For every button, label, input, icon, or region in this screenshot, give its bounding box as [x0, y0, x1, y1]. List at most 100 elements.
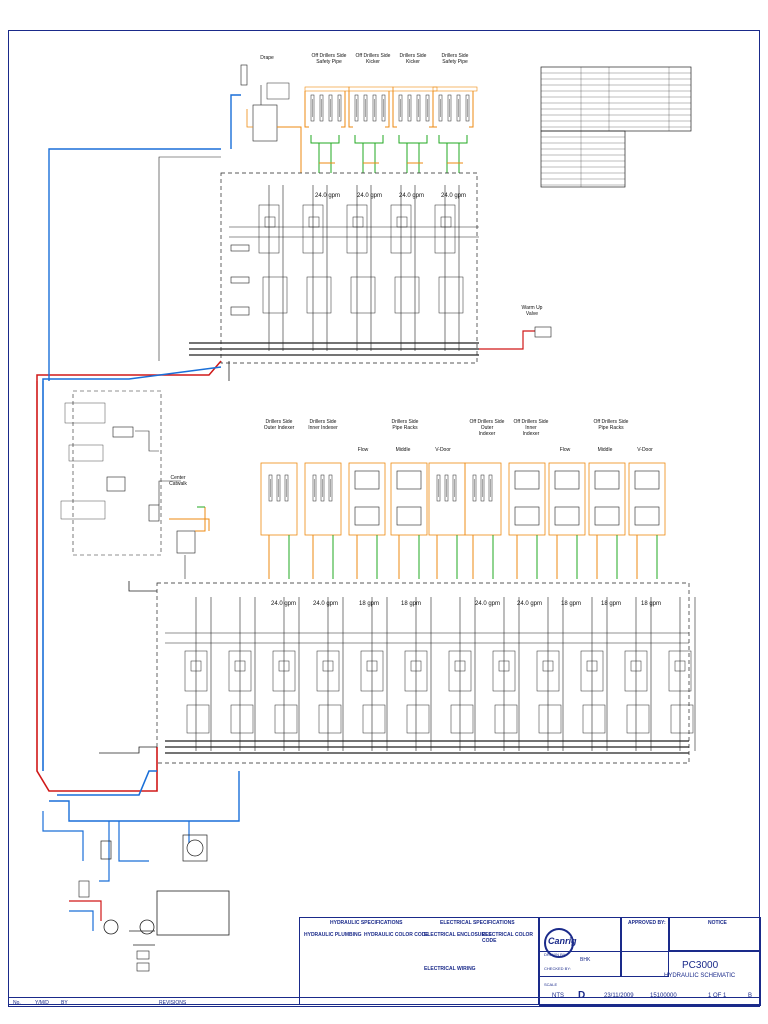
revision-no-header: No.: [13, 1000, 21, 1006]
actuator-cylinder: [363, 94, 368, 122]
pilot-line: [169, 518, 210, 531]
hydraulic-schematic: [36, 64, 696, 972]
center-catwalk-boundary: [72, 390, 162, 556]
pressure-line: [36, 381, 57, 792]
pilot-line: [277, 126, 302, 173]
lower-manifold-boundary: [156, 582, 690, 764]
case-drain-line: [354, 135, 384, 144]
valve-spool: [264, 216, 276, 228]
valve-spool: [396, 216, 408, 228]
drawing-info-block: DRAWN BY: BHK CHECKED BY: PC3000 HYDRAUL…: [539, 951, 761, 1006]
valve-spool: [352, 216, 364, 228]
label-center-catwalk: Center Catwalk: [169, 475, 187, 487]
actuator-cylinder: [268, 474, 273, 502]
note-box: [68, 444, 104, 462]
actuator-cylinder: [320, 474, 325, 502]
revision-letter: B: [748, 993, 753, 999]
pilot-header: [304, 86, 350, 92]
cooler-fan-icon: [186, 839, 204, 857]
motor-symbol: [396, 470, 422, 490]
ball-valve: [136, 950, 150, 960]
return-line: [48, 148, 221, 381]
pilot-line: [304, 91, 309, 128]
counterbalance-valve: [406, 704, 430, 734]
label-flow-2: Flow: [559, 447, 571, 453]
motor-symbol: [594, 470, 620, 490]
return-line: [49, 771, 240, 822]
counterbalance-valve: [262, 276, 288, 314]
return-line: [57, 770, 157, 796]
notice-title: NOTICE: [708, 920, 727, 926]
actuator-group: [588, 462, 626, 536]
pilot-line: [341, 91, 346, 128]
flow-label: 18 gpm: [359, 601, 380, 607]
project-name: PC3000: [682, 960, 719, 971]
actuator-cylinder: [354, 94, 359, 122]
drape-actuator: [240, 64, 248, 86]
actuator-group: [260, 462, 298, 536]
actuator-group: [548, 462, 586, 536]
drawing-date: 23/11/2009: [604, 993, 634, 999]
note-box: [64, 402, 106, 424]
motor-symbol: [514, 506, 540, 526]
revisions-header: REVISIONS: [159, 1000, 187, 1006]
case-drain-line: [398, 135, 428, 144]
hydraulic-specifications-title: HYDRAULIC SPECIFICATIONS: [330, 920, 403, 926]
filter-symbol: [100, 840, 112, 860]
actuator-cylinder: [452, 474, 457, 502]
specification-table: [540, 130, 626, 188]
label-dss-outer-indexer: Drillers Side Outer Indexer: [263, 419, 295, 431]
counterbalance-valve: [438, 276, 464, 314]
notice-block: NOTICE: [669, 917, 761, 951]
hydraulic-tank: [156, 890, 230, 936]
electrical-specifications-title: ELECTRICAL SPECIFICATIONS: [440, 920, 515, 926]
counterbalance-valve: [670, 704, 694, 734]
checked-by-label: CHECKED BY:: [544, 966, 571, 971]
pressure-filter: [78, 880, 90, 898]
pressure-line: [479, 330, 535, 350]
label-dss-kicker: Drillers Side Kicker: [399, 53, 427, 65]
ball-valve: [136, 962, 150, 972]
label-middle: Middle: [395, 447, 411, 453]
actuator-cylinder: [480, 474, 485, 502]
actuator-cylinder: [425, 94, 430, 122]
actuator-cylinder: [312, 474, 317, 502]
drawing-size: D: [578, 990, 586, 1001]
pump-icon: [139, 919, 155, 935]
actuator-cylinder: [465, 94, 470, 122]
flow-label: 24.0 gpm: [475, 601, 501, 607]
actuator-cylinder: [398, 94, 403, 122]
actuator-group: [508, 462, 546, 536]
motor-symbol: [354, 506, 380, 526]
pilot-line: [385, 91, 390, 128]
flow-label: 24.0 gpm: [313, 601, 339, 607]
actuator-cylinder: [447, 94, 452, 122]
actuator-cylinder: [328, 94, 333, 122]
return-line: [69, 910, 94, 931]
scale-value: NTS: [552, 993, 564, 999]
directional-valve: [176, 530, 196, 554]
actuator-cylinder: [328, 474, 333, 502]
counterbalance-valve: [318, 704, 342, 734]
return-line: [99, 821, 110, 882]
label-odss-pipe-racks: Off Drillers Side Pipe Racks: [593, 419, 629, 431]
flow-label: 18 gpm: [561, 601, 582, 607]
flow-label: 24.0 gpm: [441, 193, 467, 199]
motor-symbol: [514, 470, 540, 490]
actuator-cylinder: [337, 94, 342, 122]
pilot-line: [158, 156, 221, 361]
cooler-symbol: [182, 834, 208, 862]
revision-date-header: Y/M/D: [35, 1000, 49, 1006]
company-name: Canrig: [548, 936, 577, 946]
drawing-sheet: Drape Off Drillers Side Safety Pipe Off …: [8, 30, 761, 1006]
specifications-block: HYDRAULIC SPECIFICATIONS ELECTRICAL SPEC…: [299, 917, 539, 1005]
label-dss-safety-pipe: Drillers Side Safety Pipe: [441, 53, 469, 65]
return-line: [42, 811, 84, 861]
counterbalance-valve: [582, 704, 606, 734]
motor-symbol: [554, 470, 580, 490]
return-line: [230, 94, 241, 149]
actuator-cylinder: [488, 474, 493, 502]
flow-label: 24.0 gpm: [399, 193, 425, 199]
label-drape: Drape: [260, 55, 274, 61]
electrical-color-code-title: ELECTRICAL COLOR CODE: [482, 932, 534, 944]
